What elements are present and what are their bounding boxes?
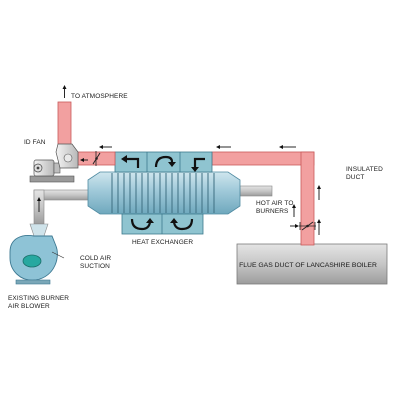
blower-label-line2: AIR BLOWER [8, 303, 50, 310]
boiler-duct-label: FLUE GAS DUCT OF LANCASHIRE BOILER [239, 262, 377, 269]
flow-swirl-icon [172, 218, 194, 231]
id-fan [29, 143, 79, 183]
duct-damper [299, 221, 316, 231]
heat-exchanger-label: HEAT EXCHANGER [132, 239, 194, 246]
cold-air-duct [29, 189, 91, 237]
insulated-duct-label-line1: INSULATED [346, 166, 383, 173]
cold-air-label-line2: SUCTION [80, 263, 110, 270]
heat-exchanger-body [87, 171, 241, 215]
insulated-duct-label-line2: DUCT [346, 174, 365, 181]
insulated-duct [211, 151, 315, 246]
fan-outlet-duct [77, 145, 116, 166]
flow-swirl-icon [130, 218, 152, 231]
id-fan-label: ID FAN [24, 139, 46, 146]
to-atmosphere-label: TO ATMOSPHERE [71, 93, 128, 100]
flow-turn-icon [193, 157, 205, 170]
cold-air-leader [51, 251, 65, 259]
flow-turn-icon [126, 157, 140, 168]
air-blower [9, 235, 58, 285]
flow-arrows-hot-duct [216, 145, 321, 235]
hot-air-label-line1: HOT AIR TO [256, 200, 294, 207]
boiler-flue-duct [236, 243, 388, 285]
flow-swirl-icon [154, 155, 174, 168]
flow-arrow-cold-air [37, 197, 41, 212]
exhaust-stack [57, 85, 72, 147]
heat-exchanger-tubes [111, 173, 215, 213]
exchanger-bottom-header [121, 213, 204, 235]
exchanger-top-header [114, 151, 213, 173]
hot-air-label-line2: BURNERS [256, 208, 289, 215]
cold-air-label-line1: COLD AIR [80, 255, 112, 262]
blower-label-line1: EXISTING BURNER [8, 295, 70, 302]
hot-air-outlet-duct [239, 185, 273, 197]
